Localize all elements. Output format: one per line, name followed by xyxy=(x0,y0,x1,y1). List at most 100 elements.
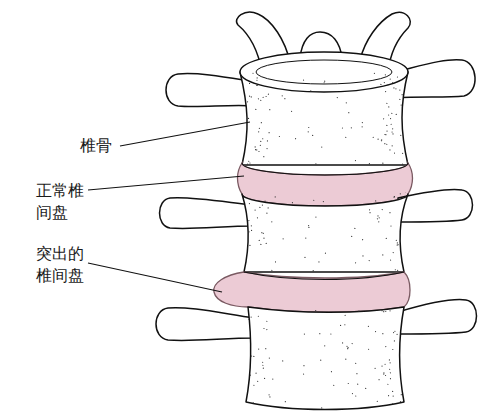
stipple-dot xyxy=(242,91,243,92)
stipple-dot xyxy=(303,365,304,366)
stipple-dot xyxy=(266,321,267,322)
stipple-dot xyxy=(385,74,386,75)
stipple-dot xyxy=(259,174,260,175)
stipple-dot xyxy=(269,109,270,110)
stipple-dot xyxy=(355,160,356,161)
stipple-dot xyxy=(247,101,248,102)
stipple-dot xyxy=(266,329,267,330)
stipple-dot xyxy=(251,225,252,226)
stipple-dot xyxy=(377,401,378,402)
stipple-dot xyxy=(242,396,243,397)
disc-edge xyxy=(244,272,404,280)
stipple-dot xyxy=(313,200,314,201)
stipple-dot xyxy=(381,365,382,366)
vertebra-body xyxy=(246,307,404,410)
stipple-dot xyxy=(388,395,389,396)
part-label: 椎骨 xyxy=(80,135,120,157)
stipple-dot xyxy=(249,302,250,303)
stipple-dot xyxy=(268,94,269,95)
stipple-dot xyxy=(404,304,405,305)
stipple-dot xyxy=(327,168,328,169)
stipple-dot xyxy=(246,363,247,364)
stipple-dot xyxy=(384,143,385,144)
stipple-dot xyxy=(245,128,246,129)
stipple-dot xyxy=(253,402,254,403)
stipple-dot xyxy=(263,238,264,239)
stipple-dot xyxy=(392,391,393,392)
stipple-dot xyxy=(337,285,338,286)
stipple-dot xyxy=(383,374,384,375)
stipple-dot xyxy=(285,401,286,402)
stipple-dot xyxy=(247,247,248,248)
stipple-dot xyxy=(257,381,258,382)
stipple-dot xyxy=(383,405,384,406)
stipple-dot xyxy=(258,178,259,179)
stipple-dot xyxy=(409,253,410,254)
stipple-dot xyxy=(265,171,266,172)
stipple-dot xyxy=(399,277,400,278)
stipple-dot xyxy=(400,233,401,234)
stipple-dot xyxy=(383,311,384,312)
stipple-dot xyxy=(258,151,259,152)
stipple-dot xyxy=(269,357,270,358)
stipple-dot xyxy=(239,247,240,248)
stipple-dot xyxy=(259,240,260,241)
stipple-dot xyxy=(386,130,387,131)
stipple-dot xyxy=(263,328,264,329)
stipple-dot xyxy=(245,276,246,277)
stipple-dot xyxy=(324,81,325,82)
disc-edge xyxy=(242,163,408,175)
stipple-dot xyxy=(391,180,392,181)
stipple-dot xyxy=(390,259,391,260)
stipple-dot xyxy=(304,333,305,334)
stipple-dot xyxy=(249,245,250,246)
stipple-dot xyxy=(388,114,389,115)
stipple-dot xyxy=(241,275,242,276)
stipple-dot xyxy=(368,326,369,327)
stipple-dot xyxy=(271,221,272,222)
stipple-dot xyxy=(243,305,244,306)
stipple-dot xyxy=(334,280,335,281)
stipple-dot xyxy=(254,173,255,174)
stipple-dot xyxy=(258,348,259,349)
stipple-dot xyxy=(260,282,261,283)
stipple-dot xyxy=(249,162,250,163)
stipple-dot xyxy=(333,294,334,295)
stipple-dot xyxy=(362,122,363,123)
stipple-dot xyxy=(303,373,304,374)
stipple-dot xyxy=(351,127,352,128)
stipple-dot xyxy=(267,140,268,141)
stipple-dot xyxy=(407,343,408,344)
stipple-dot xyxy=(249,96,250,97)
stipple-dot xyxy=(244,149,245,150)
stipple-dot xyxy=(362,239,363,240)
stipple-dot xyxy=(402,153,403,154)
stipple-dot xyxy=(402,164,403,165)
normal-disc xyxy=(238,163,413,206)
stipple-dot xyxy=(324,82,325,83)
stipple-dot xyxy=(240,185,241,186)
bone-stipple xyxy=(239,70,410,410)
stipple-dot xyxy=(269,396,270,397)
stipple-dot xyxy=(403,342,404,343)
stipple-dot xyxy=(249,83,250,84)
stipple-dot xyxy=(396,303,397,304)
part-label: 突出的椎间盘 xyxy=(36,243,86,286)
stipple-dot xyxy=(384,82,385,83)
stipple-dot xyxy=(401,296,402,297)
stipple-dot xyxy=(346,346,347,347)
stipple-dot xyxy=(389,310,390,311)
stipple-dot xyxy=(403,348,404,349)
stipple-dot xyxy=(250,375,251,376)
stipple-dot xyxy=(282,95,283,96)
stipple-dot xyxy=(239,237,240,238)
stipple-dot xyxy=(392,133,393,134)
stipple-dot xyxy=(356,373,357,374)
stipple-dot xyxy=(381,139,382,140)
stipple-dot xyxy=(403,104,404,105)
stipple-dot xyxy=(259,128,260,129)
stipple-dot xyxy=(385,375,386,376)
stipple-dot xyxy=(249,203,250,204)
stipple-dot xyxy=(347,348,348,349)
stipple-dot xyxy=(248,118,249,119)
